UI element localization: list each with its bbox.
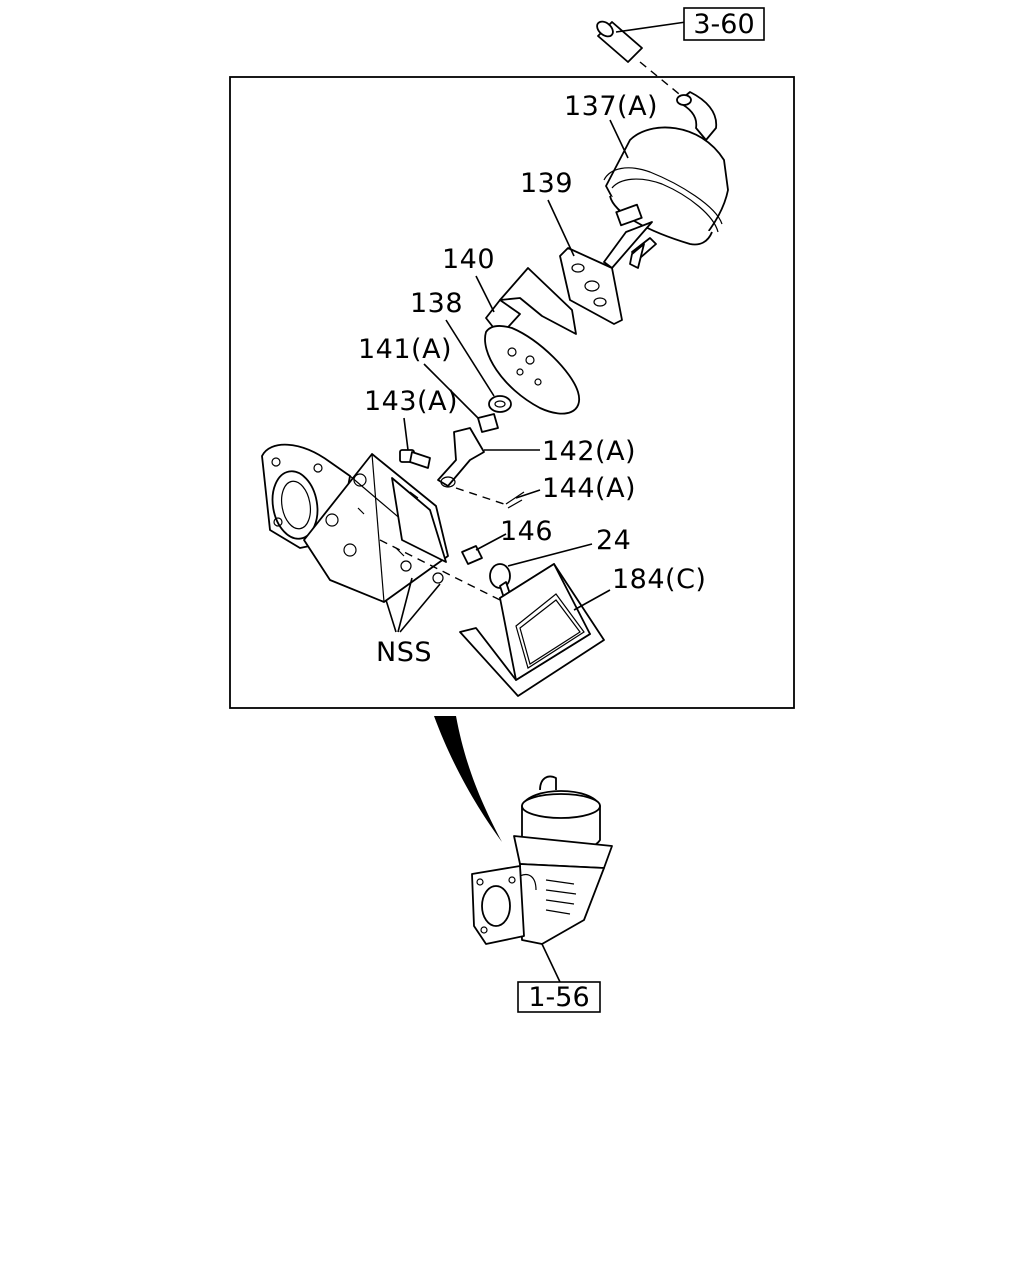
callout-143: 143(A) xyxy=(364,386,458,417)
callout-24: 24 xyxy=(596,525,631,556)
ref-label-1-56: 1-56 xyxy=(528,982,589,1013)
actuator-137 xyxy=(603,91,729,269)
nut-138 xyxy=(488,395,512,413)
heat-shield-184 xyxy=(459,563,605,697)
nut-146 xyxy=(461,545,483,565)
callout-140: 140 xyxy=(442,244,495,275)
ref-box-1-56[interactable]: 1-56 xyxy=(517,981,601,1013)
clip-144 xyxy=(505,491,525,509)
callout-184: 184(C) xyxy=(612,564,706,595)
link-142 xyxy=(437,427,485,488)
gasket-139 xyxy=(559,247,623,325)
throttle-housing xyxy=(261,443,449,603)
detail-frame xyxy=(229,76,795,709)
callout-137: 137(A) xyxy=(564,91,658,122)
callout-138: 138 xyxy=(410,288,463,319)
callout-142: 142(A) xyxy=(542,436,636,467)
ref-label-3-60: 3-60 xyxy=(693,9,754,40)
callout-nss: NSS xyxy=(376,637,432,668)
hose-part xyxy=(596,20,643,63)
assembly-overview xyxy=(471,775,613,945)
pointer-wedge xyxy=(434,716,502,842)
callout-141: 141(A) xyxy=(358,334,452,365)
bracket-140 xyxy=(484,267,581,415)
callout-144: 144(A) xyxy=(542,473,636,504)
bolt-143 xyxy=(399,449,431,469)
callout-139: 139 xyxy=(520,168,573,199)
ref-box-3-60[interactable]: 3-60 xyxy=(683,7,765,41)
nut-141 xyxy=(477,413,499,433)
callout-146: 146 xyxy=(500,516,553,547)
